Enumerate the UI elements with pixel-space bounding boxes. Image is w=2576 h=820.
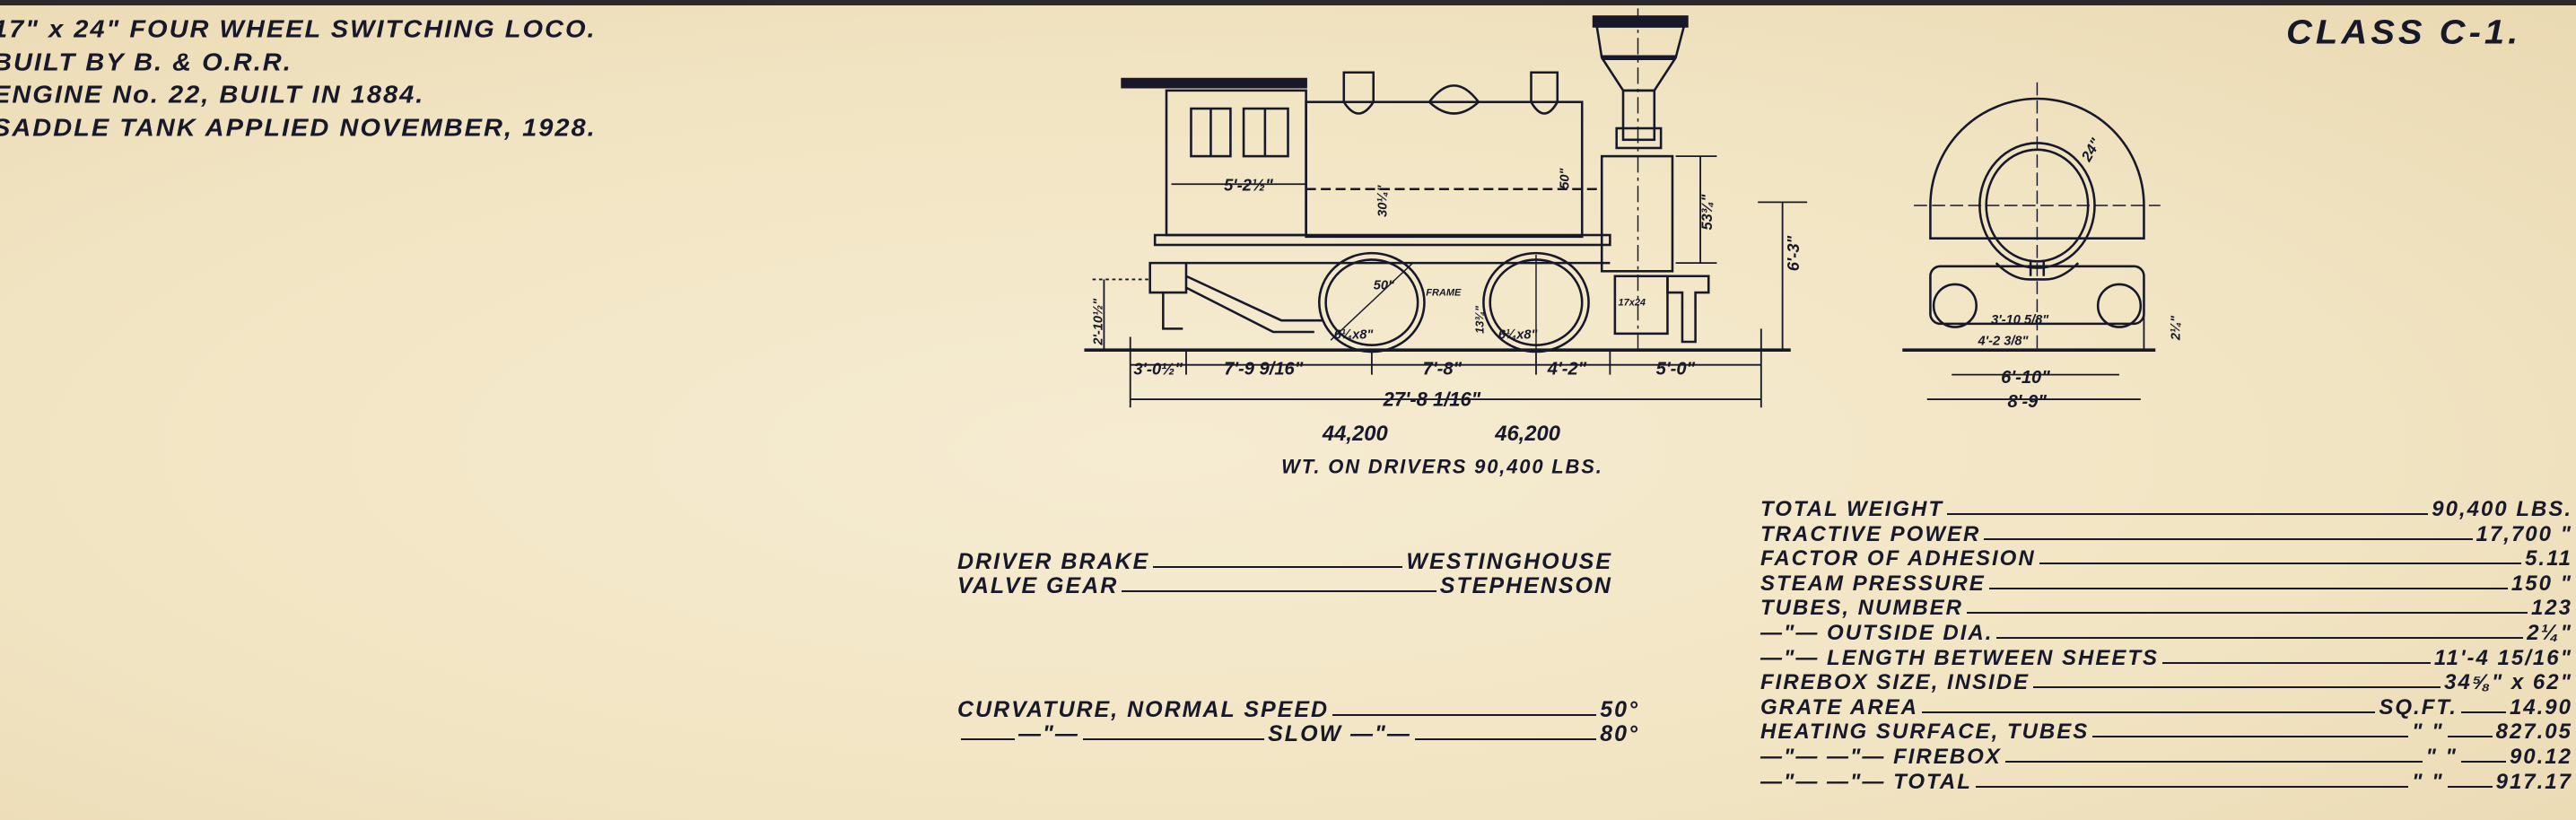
title-line-3: ENGINE No. 22, BUILT IN 1884. (0, 81, 425, 109)
dim-frame: 13¾" (1472, 305, 1486, 334)
spec-label: FIREBOX SIZE, INSIDE (1760, 670, 2030, 695)
spec-row: —"— —"— FIREBOX " " 90.12 (1760, 745, 2572, 770)
dim-buffer-height: 2'-10½" (1092, 298, 1106, 346)
curvature-slow-ditto: —"— (1018, 721, 1079, 746)
end-dim-gauge: 3'-10 5/8" (1991, 313, 2049, 327)
cab (1121, 77, 1307, 237)
spec-value: 11'-4 15/16" (2433, 645, 2572, 670)
spec-value: 150 " (2511, 571, 2572, 596)
cylinder-label: 17x24 (1619, 298, 1646, 309)
spec-value: 2¼" (2527, 621, 2572, 645)
class-label: CLASS C-1. (2286, 13, 2522, 51)
frame-label: FRAME (1426, 288, 1462, 299)
valve-gear-row: VALVE GEAR STEPHENSON (957, 573, 1612, 599)
spec-label: TOTAL WEIGHT (1760, 497, 1943, 521)
dim-rear-to-driver: 7'-9 9/16" (1224, 360, 1304, 379)
spec-value: 17,700 " (2476, 521, 2572, 546)
spec-row: FIREBOX SIZE, INSIDE 34⅝" x 62" (1760, 670, 2572, 695)
front-beam (1666, 275, 1710, 344)
dim-overall-length: 27'-8 1/16" (1383, 388, 1481, 410)
curvature-slow-label: SLOW —"— (1268, 721, 1411, 746)
frame-brace (1185, 261, 1611, 334)
valve-gear-value: STEPHENSON (1439, 573, 1612, 598)
title-line-4: SADDLE TANK APPLIED NOVEMBER, 1928. (0, 114, 597, 143)
spec-unit: " " (2412, 769, 2444, 794)
spec-row: GRATE AREA SQ.FT. 14.90 (1760, 695, 2572, 720)
smokestack (1592, 8, 1689, 353)
dim-wheelbase: 7'-8" (1423, 360, 1463, 379)
spec-value: 827.05 (2495, 720, 2572, 745)
spec-label: FACTOR OF ADHESION (1760, 546, 2036, 571)
valve-gear-label: VALVE GEAR (957, 573, 1119, 598)
dimension-lines (1092, 155, 1808, 408)
spec-value: 90.12 (2509, 745, 2572, 769)
spec-label: GRATE AREA (1760, 694, 1918, 720)
brake-row: DRIVER BRAKE WESTINGHOUSE (957, 549, 1612, 575)
brake-label: DRIVER BRAKE (957, 549, 1150, 574)
title-line-1: 17" x 24" FOUR WHEEL SWITCHING LOCO. (0, 15, 597, 44)
spec-row: TRACTIVE POWER 17,700 " (1760, 522, 2572, 547)
weight-on-drivers: WT. ON DRIVERS 90,400 LBS. (1281, 455, 1603, 477)
end-dim-gauge2: 4'-2 3/8" (1978, 335, 2030, 349)
dim-driver-to-cyl: 4'-2" (1547, 360, 1587, 379)
dim-dome: 30¼" (1375, 184, 1390, 216)
spec-row: —"— LENGTH BETWEEN SHEETS 11'-4 15/16" (1760, 646, 2572, 671)
dim-wheel-dia: 50" (1374, 278, 1395, 292)
spec-row: —"— —"— TOTAL " " 917.17 (1760, 770, 2572, 795)
title-line-2: BUILT BY B. & O.R.R. (0, 48, 293, 77)
spec-row: TOTAL WEIGHT 90,400 LBS. (1760, 497, 2572, 522)
curvature-normal-row: CURVATURE, NORMAL SPEED 50° (957, 697, 1639, 723)
spec-value: 14.90 (2509, 694, 2572, 720)
saddle-tank (1153, 71, 1611, 247)
spec-unit: " " (2412, 720, 2444, 745)
spec-value: 90,400 LBS. (2432, 497, 2572, 521)
dim-journal-front: 6¼x8" (1498, 327, 1539, 342)
curvature-slow-row: —"— SLOW —"— 80° (957, 721, 1639, 747)
spec-value: 123 (2530, 596, 2572, 621)
weight-rear: 44,200 (1322, 422, 1388, 446)
curvature-slow-value: 80° (1600, 721, 1639, 746)
spec-row: HEATING SURFACE, TUBES " " 827.05 (1760, 720, 2572, 745)
rear-buffer (1148, 261, 1188, 330)
dim-boiler: 53¾" (1699, 194, 1716, 230)
spec-label: —"— OUTSIDE DIA. (1760, 621, 1994, 645)
spec-value: 917.17 (2495, 769, 2572, 794)
spec-label: STEAM PRESSURE (1760, 571, 1986, 596)
end-dim-width2: 8'-9" (2007, 392, 2047, 412)
dim-height: 6'-3" (1784, 235, 1803, 271)
spec-unit: SQ.FT. (2379, 694, 2458, 720)
curvature-normal-label: CURVATURE, NORMAL SPEED (957, 697, 1330, 722)
spec-label: HEATING SURFACE, TUBES (1760, 720, 2090, 745)
spec-label: —"— LENGTH BETWEEN SHEETS (1760, 645, 2160, 670)
spec-value: 34⅝" x 62" (2444, 670, 2572, 695)
weight-front: 46,200 (1494, 422, 1560, 446)
end-dim-clearance: 2¼" (2170, 315, 2184, 341)
cylinder (1613, 275, 1669, 336)
spec-unit: " " (2425, 745, 2458, 769)
scan-border (0, 0, 2576, 5)
brake-value: WESTINGHOUSE (1406, 549, 1612, 574)
spec-row: FACTOR OF ADHESION 5.11 (1760, 546, 2572, 571)
dim-front-overhang: 5'-0" (1656, 360, 1696, 379)
spec-label: TUBES, NUMBER (1760, 596, 1964, 621)
dim-cab-width: 5'-2½" (1224, 176, 1273, 195)
curvature-normal-value: 50° (1600, 697, 1639, 722)
spec-label: —"— —"— TOTAL (1760, 769, 1972, 794)
spec-label: TRACTIVE POWER (1760, 521, 1981, 546)
spec-row: —"— OUTSIDE DIA. 2¼" (1760, 621, 2572, 646)
spec-row: STEAM PRESSURE 150 " (1760, 571, 2572, 597)
dim-tank: 50" (1559, 167, 1573, 188)
end-view (1914, 82, 2161, 401)
dim-journal-rear: 6¼x8" (1334, 327, 1375, 342)
dim-rear-overhang: 3'-0½" (1133, 360, 1183, 379)
spec-row: TUBES, NUMBER 123 (1760, 596, 2572, 621)
end-dim-width1: 6'-10" (2001, 368, 2050, 388)
end-dim-tank-radius: 24" (2078, 135, 2104, 165)
spec-label: —"— —"— FIREBOX (1760, 745, 2002, 769)
spec-value: 5.11 (2525, 546, 2572, 571)
